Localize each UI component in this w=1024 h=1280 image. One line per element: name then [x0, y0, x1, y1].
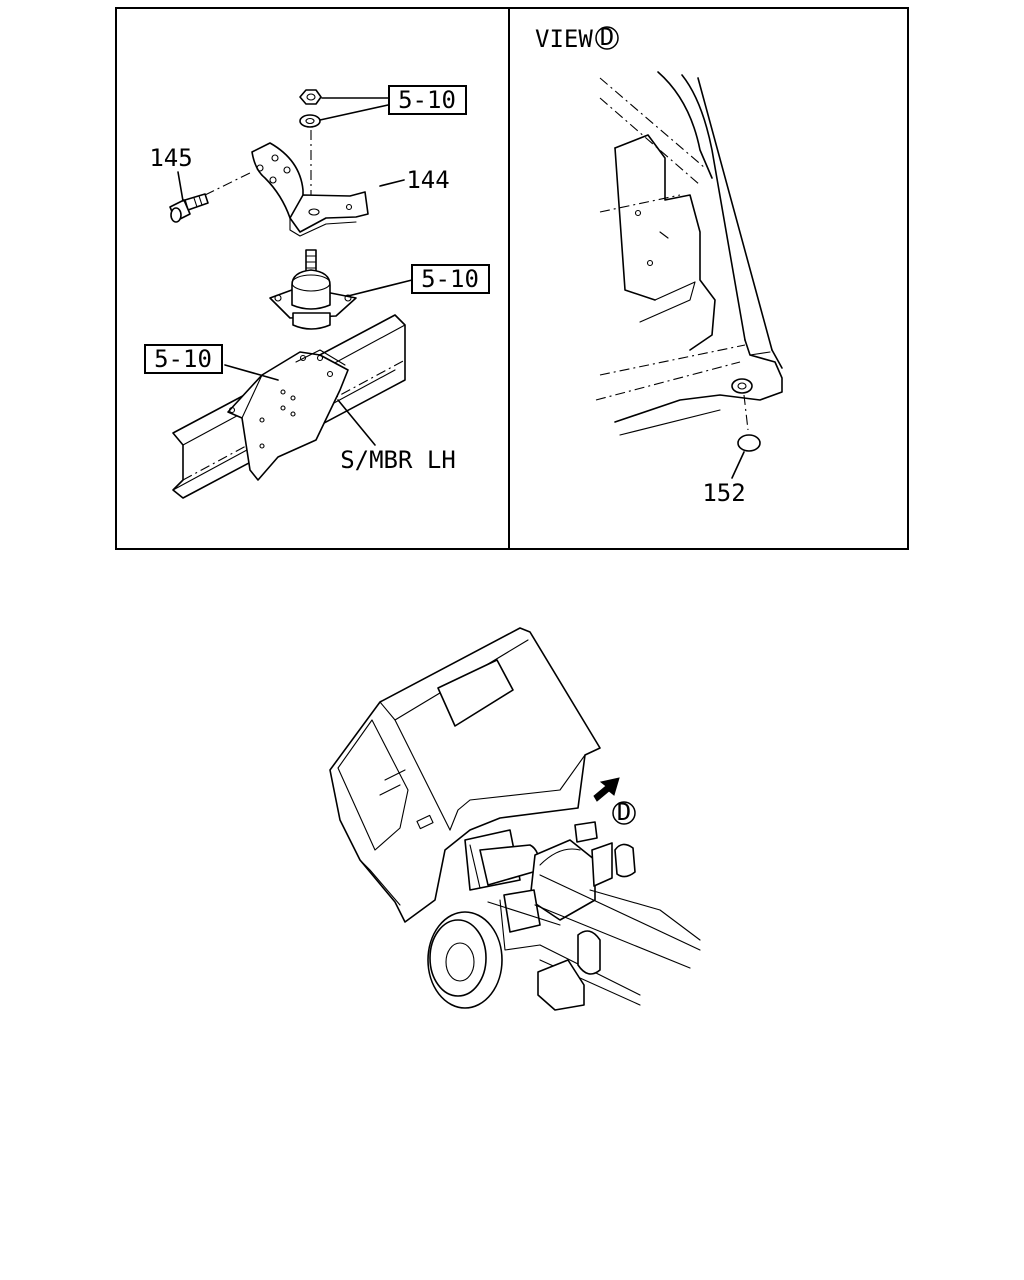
- callout-box-bracket: [144, 344, 223, 374]
- leader-145: [177, 171, 184, 202]
- view-direction-circle: [612, 801, 636, 825]
- chassis: [464, 821, 701, 1011]
- lower-bracket: [227, 349, 349, 481]
- upper-bracket: [251, 142, 369, 237]
- label-side-member: S/MBR LH: [340, 446, 456, 474]
- label-plug-152: 152: [702, 479, 745, 507]
- view-direction-letter: D: [617, 798, 631, 826]
- diagram-frame: [115, 7, 909, 550]
- leader-152: [731, 451, 745, 479]
- truck-view: D: [329, 627, 701, 1011]
- rubber-mount: [269, 249, 357, 330]
- view-direction-arrow: [593, 777, 620, 802]
- callout-box-mount: [411, 264, 490, 294]
- leader-smbr: [337, 399, 376, 446]
- plug-152: [737, 434, 761, 452]
- leader-144: [379, 179, 405, 187]
- callout-mount: 5-10: [421, 265, 479, 293]
- plug-axis-line: [743, 394, 749, 431]
- callout-nut-washer: 5-10: [398, 86, 456, 114]
- leader-washer: [319, 104, 389, 121]
- cab-roof-hatch: [437, 659, 514, 727]
- left-panel: 5-10 5-10 5-10 145 144 S/MBR LH: [144, 85, 490, 499]
- front-wheel: [427, 911, 503, 1009]
- cab-floor-view: [595, 71, 783, 436]
- view-title: VIEW: [535, 25, 593, 53]
- label-bracket-144: 144: [406, 166, 449, 194]
- view-letter: D: [600, 23, 614, 51]
- leader-bracket: [224, 364, 279, 381]
- washer: [299, 114, 321, 128]
- bolt: [169, 171, 253, 223]
- view-letter-circle: [595, 26, 619, 50]
- label-bolt-145: 145: [149, 144, 192, 172]
- nut: [299, 89, 322, 105]
- right-panel: VIEW D 152: [535, 23, 783, 507]
- callout-box-nut: [388, 85, 467, 115]
- callout-bracket: 5-10: [154, 345, 212, 373]
- leader-mount: [347, 279, 413, 297]
